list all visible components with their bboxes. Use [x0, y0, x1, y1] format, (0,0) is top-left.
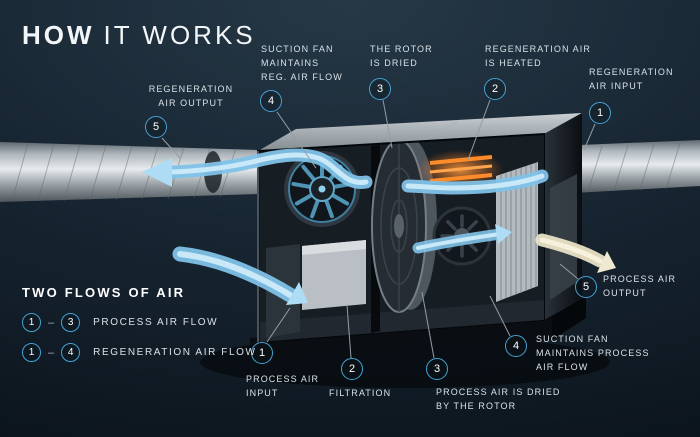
- legend-badge-4: 4: [61, 343, 81, 362]
- callout-number-suction-fan-regen: 4: [260, 90, 282, 112]
- callout-number-regen-output: 5: [145, 116, 167, 138]
- legend-separator-2: –: [48, 346, 55, 359]
- callout-label-suction-fan-regen: SUCTION FAN MAINTAINS REG. AIR FLOW: [261, 44, 343, 82]
- legend-row-process: 1 – 3 PROCESS AIR FLOW: [22, 313, 257, 332]
- leader-process-dried: [421, 291, 435, 359]
- title-word-rest: IT WORKS: [103, 20, 256, 50]
- leader-regen-heated: [467, 99, 491, 161]
- callout-label-process-input: PROCESS AIR INPUT: [246, 374, 320, 398]
- leader-regen-output: [161, 137, 181, 159]
- callout-label-regen-input: REGENERATION AIR INPUT: [589, 67, 674, 91]
- leader-process-input: [266, 307, 291, 343]
- page-title: HOW IT WORKS: [22, 20, 256, 51]
- callout-label-suction-fan-process: SUCTION FAN MAINTAINS PROCESS AIR FLOW: [536, 334, 650, 372]
- legend-badge-1: 1: [22, 313, 41, 332]
- callout-number-rotor-dried: 3: [369, 78, 391, 100]
- callout-number-process-dried: 3: [426, 358, 448, 380]
- callout-number-process-output: 5: [575, 276, 597, 298]
- leader-process-output: [559, 263, 579, 280]
- unit-top-face: [258, 113, 582, 151]
- legend-label-regeneration: REGENERATION AIR FLOW: [93, 347, 257, 358]
- unit-base: [250, 316, 552, 362]
- callout-label-process-output: PROCESS AIR OUTPUT: [603, 274, 677, 298]
- legend-row-regeneration: 1 – 4 REGENERATION AIR FLOW: [22, 343, 257, 362]
- legend: TWO FLOWS OF AIR 1 – 3 PROCESS AIR FLOW …: [22, 285, 257, 373]
- callout-number-regen-input: 1: [589, 102, 611, 124]
- callout-label-filtration: FILTRATION: [329, 388, 392, 398]
- callout-label-regen-output: REGENERATION AIR OUTPUT: [148, 84, 234, 108]
- flow-arrow-process-input: [172, 246, 308, 305]
- leader-regen-input: [583, 123, 596, 151]
- callout-number-regen-heated: 2: [484, 78, 506, 100]
- leader-suction-fan-regen: [276, 111, 317, 169]
- legend-title: TWO FLOWS OF AIR: [22, 285, 186, 300]
- leader-lines: [161, 99, 596, 359]
- leader-suction-fan-process: [489, 295, 511, 337]
- callout-number-process-input: 1: [251, 342, 273, 364]
- callout-number-filtration: 2: [341, 358, 363, 380]
- title-word-bold: HOW: [22, 20, 95, 50]
- callout-label-rotor-dried: THE ROTOR IS DRIED: [370, 44, 433, 68]
- legend-separator: –: [48, 316, 55, 329]
- filter: [496, 162, 538, 302]
- legend-badge-1b: 1: [22, 343, 41, 362]
- leader-rotor-dried: [382, 99, 393, 149]
- legend-badge-3: 3: [61, 313, 81, 332]
- flow-arrow-regen: [142, 148, 549, 195]
- flow-arrow-process-internal: [412, 224, 512, 254]
- flow-arrow-process-output: [535, 233, 616, 273]
- callout-number-suction-fan-process: 4: [505, 335, 527, 357]
- heater: [416, 150, 504, 190]
- callout-label-process-dried: PROCESS AIR IS DRIED BY THE ROTOR: [436, 387, 561, 411]
- leader-filtration: [346, 304, 352, 359]
- callout-label-regen-heated: REGENERATION AIR IS HEATED: [485, 44, 591, 68]
- legend-label-process: PROCESS AIR FLOW: [93, 317, 219, 328]
